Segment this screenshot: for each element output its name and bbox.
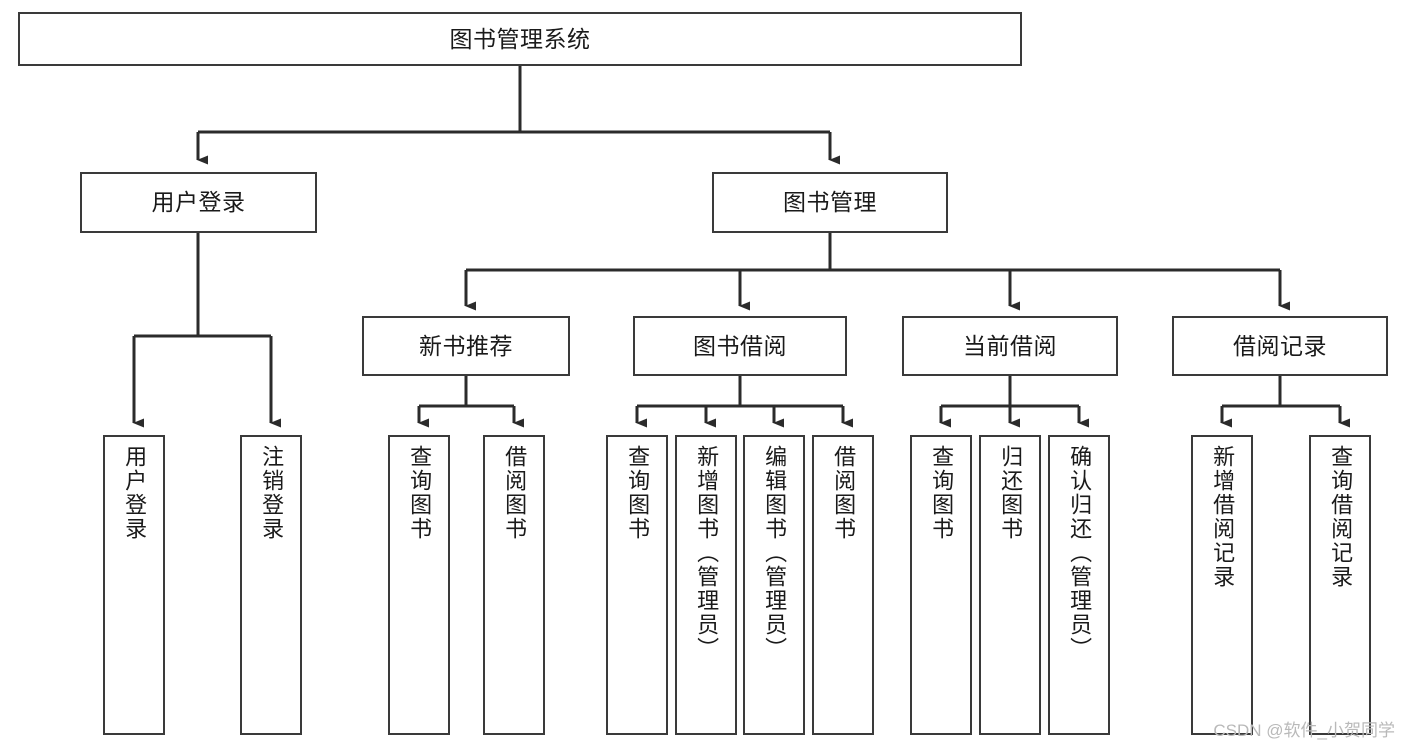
node-leaf-user-login[interactable]: 用户登录 bbox=[103, 435, 165, 735]
node-book-manage[interactable]: 图书管理 bbox=[712, 172, 948, 233]
node-leaf-query-record[interactable]: 查询借阅记录 bbox=[1309, 435, 1371, 735]
node-book-borrow-label: 图书借阅 bbox=[693, 332, 787, 359]
node-root-system-label: 图书管理系统 bbox=[449, 25, 591, 52]
node-leaf-query-book-1[interactable]: 查询图书 bbox=[388, 435, 450, 735]
node-leaf-borrow-book-2-label: 借阅图书 bbox=[831, 445, 857, 541]
node-leaf-edit-book[interactable]: 编辑图书（管理员） bbox=[743, 435, 805, 735]
node-current-borrow-label: 当前借阅 bbox=[963, 332, 1057, 359]
node-leaf-logout-login-label: 注销登录 bbox=[259, 445, 285, 541]
node-leaf-return-book-label: 归还图书 bbox=[998, 445, 1024, 541]
node-leaf-add-book[interactable]: 新增图书（管理员） bbox=[675, 435, 737, 735]
node-current-borrow[interactable]: 当前借阅 bbox=[902, 316, 1118, 376]
node-leaf-borrow-book-1-label: 借阅图书 bbox=[502, 445, 528, 541]
node-leaf-confirm-return[interactable]: 确认归还（管理员） bbox=[1048, 435, 1110, 735]
node-leaf-borrow-book-1[interactable]: 借阅图书 bbox=[483, 435, 545, 735]
node-user-login-label: 用户登录 bbox=[151, 189, 246, 216]
node-leaf-query-book-3-label: 查询图书 bbox=[929, 445, 955, 541]
node-leaf-query-book-2-label: 查询图书 bbox=[625, 445, 651, 541]
node-book-borrow[interactable]: 图书借阅 bbox=[633, 316, 847, 376]
node-leaf-user-login-label: 用户登录 bbox=[122, 445, 148, 541]
csdn-watermark: CSDN @软件_小贺同学 bbox=[1213, 721, 1395, 740]
node-user-login[interactable]: 用户登录 bbox=[80, 172, 317, 233]
node-book-manage-label: 图书管理 bbox=[783, 189, 877, 216]
node-new-book-rec-label: 新书推荐 bbox=[419, 332, 513, 359]
node-new-book-rec[interactable]: 新书推荐 bbox=[362, 316, 570, 376]
node-root-system[interactable]: 图书管理系统 bbox=[18, 12, 1022, 66]
node-leaf-confirm-return-label: 确认归还（管理员） bbox=[1067, 445, 1093, 661]
node-leaf-add-book-label: 新增图书（管理员） bbox=[694, 445, 720, 661]
node-borrow-record[interactable]: 借阅记录 bbox=[1172, 316, 1388, 376]
node-leaf-add-record-label: 新增借阅记录 bbox=[1210, 445, 1236, 589]
node-leaf-borrow-book-2[interactable]: 借阅图书 bbox=[812, 435, 874, 735]
node-leaf-return-book[interactable]: 归还图书 bbox=[979, 435, 1041, 735]
node-leaf-query-book-2[interactable]: 查询图书 bbox=[606, 435, 668, 735]
node-leaf-logout-login[interactable]: 注销登录 bbox=[240, 435, 302, 735]
node-leaf-edit-book-label: 编辑图书（管理员） bbox=[762, 445, 788, 661]
node-leaf-query-book-1-label: 查询图书 bbox=[407, 445, 433, 541]
node-leaf-query-book-3[interactable]: 查询图书 bbox=[910, 435, 972, 735]
node-borrow-record-label: 借阅记录 bbox=[1233, 332, 1327, 359]
node-leaf-query-record-label: 查询借阅记录 bbox=[1328, 445, 1354, 589]
node-leaf-add-record[interactable]: 新增借阅记录 bbox=[1191, 435, 1253, 735]
